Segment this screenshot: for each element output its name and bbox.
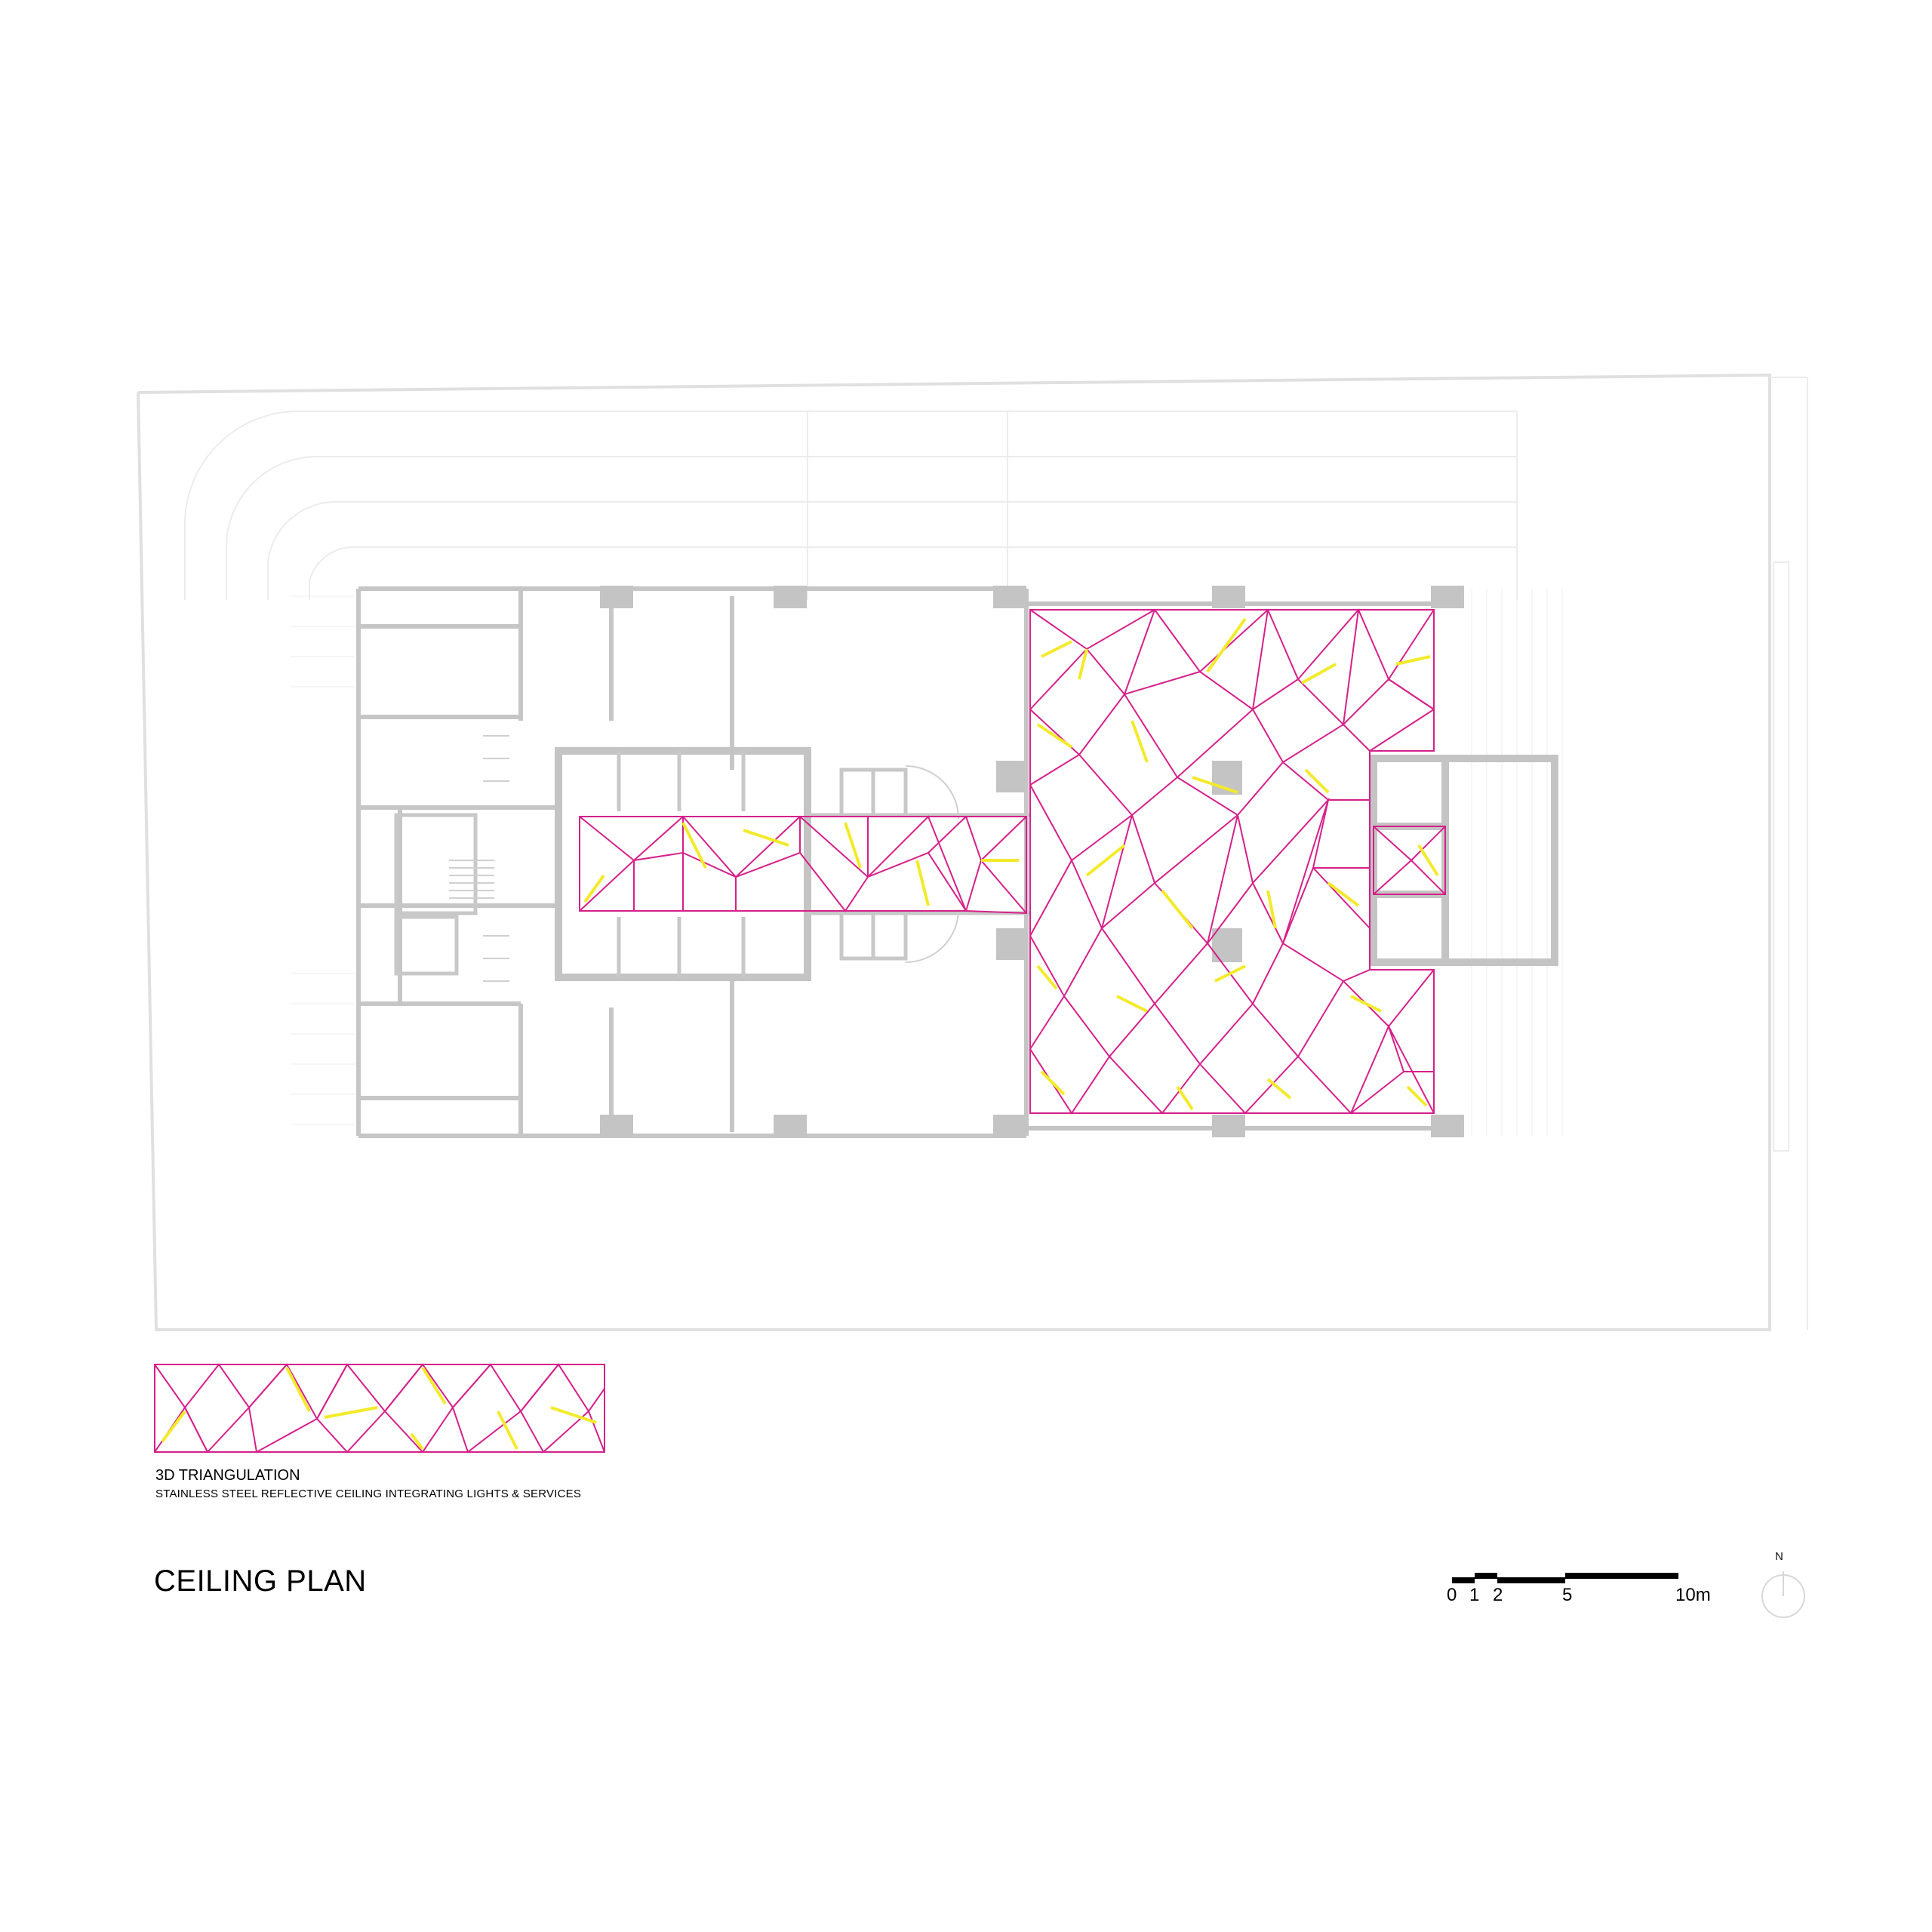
room-partitions xyxy=(394,751,1030,977)
legend-swatch xyxy=(154,1363,605,1454)
site-boundary xyxy=(137,373,1771,1331)
landscape-hatching xyxy=(291,589,1563,1136)
scale-bar xyxy=(1452,1573,1678,1583)
scale-tick-2: 2 xyxy=(1493,1585,1503,1605)
atrium-walls xyxy=(1024,589,1457,1136)
scale-tick-5: 5 xyxy=(1562,1585,1573,1605)
north-label: N xyxy=(1775,1550,1783,1563)
north-arrow-icon xyxy=(1761,1571,1805,1618)
corridor-ceiling-highlights xyxy=(583,822,1019,906)
site-context-lines xyxy=(183,377,1808,1330)
atrium-ceiling-highlights xyxy=(1036,617,1439,1111)
page-title: CEILING PLAN xyxy=(154,1564,367,1598)
scale-tick-0: 0 xyxy=(1447,1585,1457,1605)
service-core xyxy=(1370,755,1558,966)
building-walls xyxy=(356,586,1029,1138)
corridor-rooms xyxy=(555,747,811,981)
legend-title: 3D TRIANGULATION xyxy=(155,1467,300,1484)
legend-swatch-highlights xyxy=(161,1366,597,1451)
structural-columns xyxy=(600,586,1464,1137)
legend-subtitle: STAINLESS STEEL REFLECTIVE CEILING INTEG… xyxy=(155,1487,582,1500)
scale-tick-10m: 10m xyxy=(1675,1585,1711,1605)
atrium-ceiling-triangulation xyxy=(1029,608,1446,1115)
corridor-ceiling-triangulation xyxy=(579,815,1027,915)
scale-tick-1: 1 xyxy=(1469,1585,1480,1605)
stair-core xyxy=(449,735,959,982)
